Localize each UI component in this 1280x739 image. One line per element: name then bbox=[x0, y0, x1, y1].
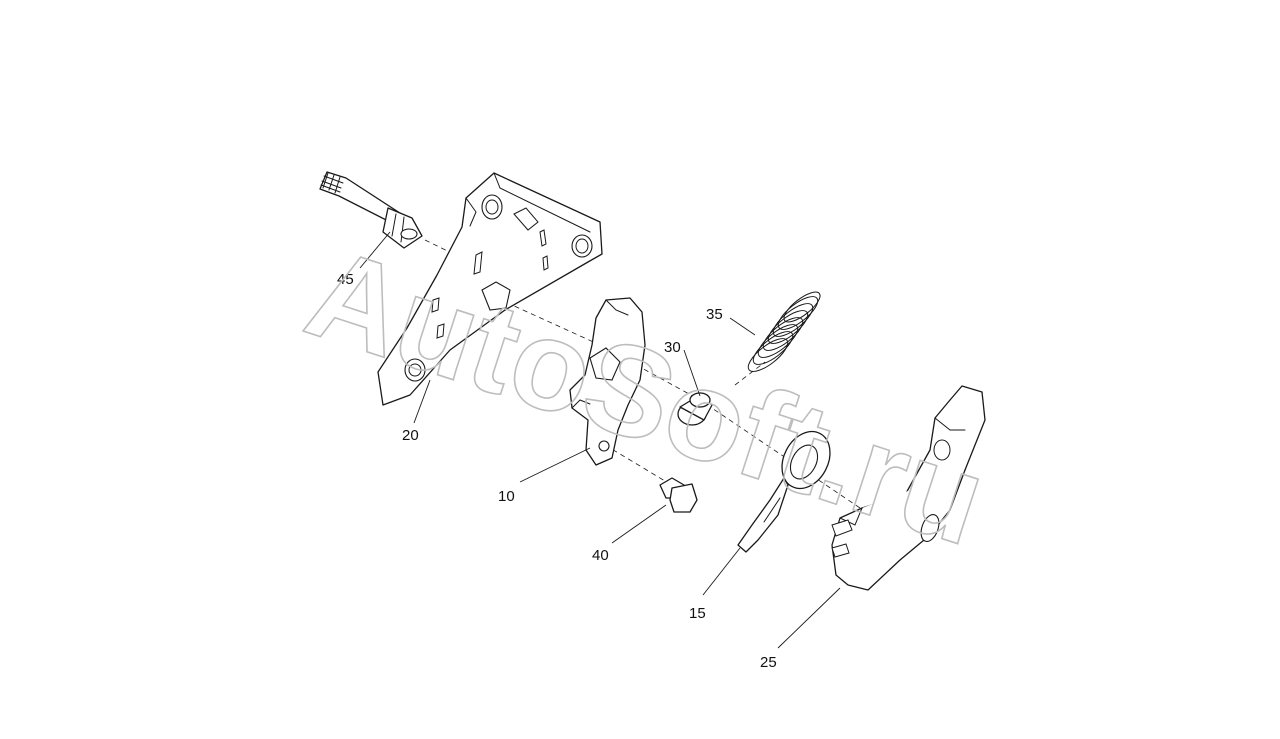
callout-labels: 45 20 10 40 35 30 15 25 bbox=[337, 271, 777, 671]
part-10-lever bbox=[569, 297, 646, 466]
callout-45: 45 bbox=[337, 271, 354, 288]
callout-20: 20 bbox=[402, 427, 419, 444]
callout-10: 10 bbox=[498, 488, 515, 505]
part-40-pin bbox=[659, 477, 698, 513]
part-15-washer-arm bbox=[737, 430, 831, 553]
part-35-coil-spring bbox=[747, 291, 821, 372]
callout-15: 15 bbox=[689, 605, 706, 622]
callout-40: 40 bbox=[592, 547, 609, 564]
leader-lines bbox=[359, 231, 841, 649]
part-25-cover-bracket bbox=[831, 385, 986, 591]
callout-25: 25 bbox=[760, 654, 777, 671]
callout-35: 35 bbox=[706, 306, 723, 323]
part-45-splined-shaft bbox=[319, 171, 423, 249]
part-20-base-plate bbox=[377, 172, 603, 406]
callout-30: 30 bbox=[664, 339, 681, 356]
part-30-bolt bbox=[677, 392, 713, 426]
